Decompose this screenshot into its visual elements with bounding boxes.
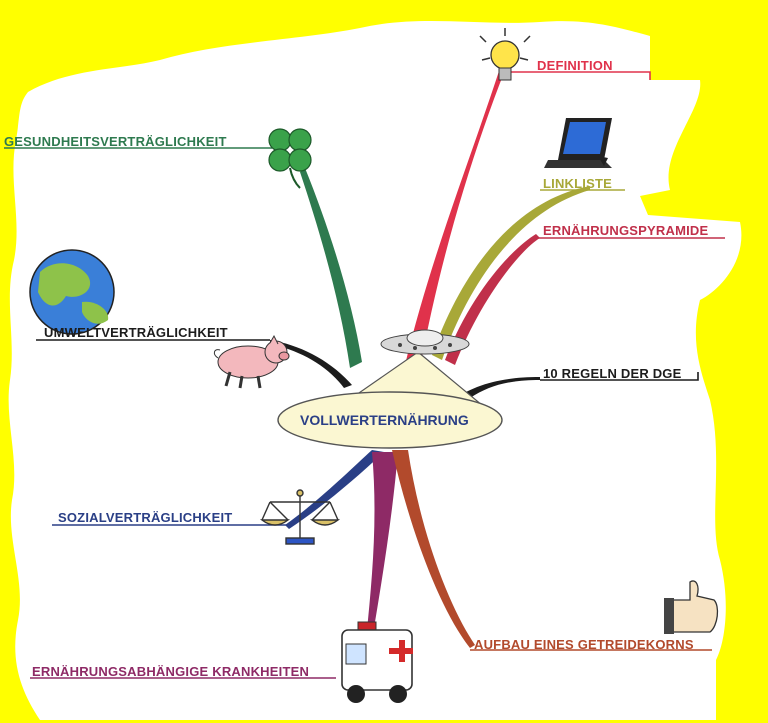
label-ernaehrungspyramide[interactable]: ERNÄHRUNGSPYRAMIDE bbox=[543, 223, 709, 238]
branch-pyramide[interactable] bbox=[445, 234, 540, 365]
center-label[interactable]: VOLLWERTERNÄHRUNG bbox=[300, 412, 469, 428]
pig-icon bbox=[213, 334, 290, 389]
laptop-icon bbox=[544, 118, 612, 168]
center-node[interactable] bbox=[277, 391, 503, 449]
label-regeln-dge[interactable]: 10 REGELN DER DGE bbox=[543, 366, 682, 381]
label-umweltvertraeglichkeit[interactable]: UMWELTVERTRÄGLICHKEIT bbox=[44, 325, 228, 340]
branch-getreide[interactable] bbox=[392, 450, 475, 648]
lightbulb-icon bbox=[479, 28, 531, 81]
label-gesundheitsvertraeglichkeit[interactable]: GESUNDHEITSVERTRÄGLICHKEIT bbox=[4, 134, 227, 149]
globe-icon bbox=[29, 249, 115, 335]
label-sozialvertraeglichkeit[interactable]: SOZIALVERTRÄGLICHKEIT bbox=[58, 510, 233, 525]
scales-icon bbox=[259, 489, 341, 545]
ambulance-icon bbox=[341, 621, 413, 703]
label-getreidekorn[interactable]: AUFBAU EINES GETREIDEKORNS bbox=[474, 637, 694, 652]
branch-krankheiten[interactable] bbox=[366, 452, 398, 640]
clover-icon bbox=[268, 128, 312, 189]
branch-gesundheit[interactable] bbox=[300, 168, 362, 368]
label-krankheiten[interactable]: ERNÄHRUNGSABHÄNGIGE KRANKHEITEN bbox=[32, 664, 310, 679]
label-definition[interactable]: DEFINITION bbox=[537, 58, 613, 73]
branch-regeln[interactable] bbox=[466, 377, 540, 398]
branch-definition[interactable] bbox=[405, 68, 505, 368]
label-lines bbox=[4, 71, 725, 679]
thumbs-up-icon bbox=[664, 580, 719, 634]
label-linkliste[interactable]: LINKLISTE bbox=[543, 176, 612, 191]
ufo-icon bbox=[380, 329, 470, 355]
branch-sozial[interactable] bbox=[285, 450, 384, 529]
